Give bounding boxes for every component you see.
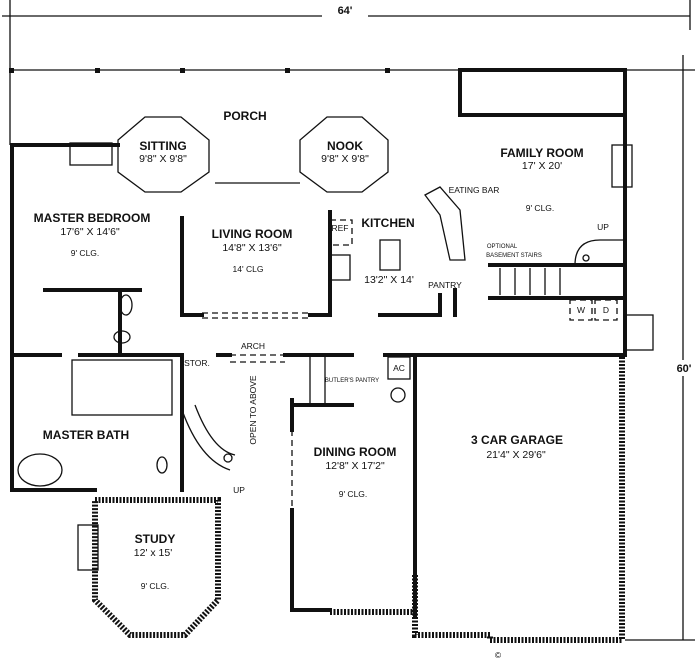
room-size: 14'8" X 13'6" [222,242,282,254]
room-sitting: SITTING 9'8" X 9'8" [139,139,187,165]
room-name: KITCHEN [361,216,414,230]
porch [9,68,460,145]
room-ceiling: 9' CLG. [141,581,170,591]
room-ceiling: 9' CLG. [339,489,368,499]
porch-label: PORCH [223,109,266,123]
eating-bar-label: EATING BAR [449,185,500,195]
basement-stairs-label: BASEMENT STAIRS [486,253,542,259]
room-name: MASTER BEDROOM [34,211,151,225]
room-study: STUDY 12' x 15' 9' CLG. [134,532,176,591]
room-dining: DINING ROOM 12'8" X 17'2" 9' CLG. [314,445,397,499]
washer-label: W [577,305,585,315]
dryer-label: D [603,305,609,315]
room-size: 17'6" X 14'6" [60,226,120,238]
room-size: 17' X 20' [522,160,562,172]
depth-dimension: 60' [625,55,697,641]
butlers-pantry-label: BUTLER'S PANTRY [325,378,379,384]
room-ceiling: 9' CLG. [526,203,555,213]
arch-label: ARCH [241,341,265,351]
copyright-mark: © [495,650,502,660]
room-living: LIVING ROOM 14'8" X 13'6" 14' CLG [212,227,293,274]
depth-label: 60' [677,363,692,375]
basement-stairs-label: OPTIONAL [487,244,518,250]
room-size: 21'4" X 29'6" [486,449,546,461]
walls [10,68,654,643]
room-size: 9'8" X 9'8" [139,153,187,165]
room-name: NOOK [327,139,363,153]
room-name: SITTING [139,139,186,153]
room-name: STUDY [135,532,176,546]
room-ceiling: 14' CLG [233,264,264,274]
room-size: 9'8" X 9'8" [321,153,369,165]
room-nook: NOOK 9'8" X 9'8" [321,139,369,165]
room-name: DINING ROOM [314,445,397,459]
ac-label: AC [393,363,405,373]
room-size: 12' x 15' [134,547,172,559]
room-name: MASTER BATH [43,428,129,442]
room-master-bedroom: MASTER BEDROOM 17'6" X 14'6" 9' CLG. [34,211,151,258]
room-size: 12'8" X 17'2" [325,460,385,472]
room-name: LIVING ROOM [212,227,293,241]
width-label: 64' [338,5,353,17]
pantry-label: PANTRY [428,280,462,290]
up-label: UP [233,485,245,495]
width-dimension: 64' [2,0,691,70]
up-label: UP [597,222,609,232]
room-garage: 3 CAR GARAGE 21'4" X 29'6" [471,433,563,461]
room-name: FAMILY ROOM [500,146,583,160]
room-family: FAMILY ROOM 17' X 20' 9' CLG. [500,146,583,213]
room-name: 3 CAR GARAGE [471,433,563,447]
open-to-above-label: OPEN TO ABOVE [248,375,258,444]
room-ceiling: 9' CLG. [71,248,100,258]
room-size: 13'2" X 14' [364,274,414,286]
room-kitchen: KITCHEN 13'2" X 14' [361,216,414,286]
storage-label: STOR. [184,358,210,368]
room-master-bath: MASTER BATH [43,428,129,442]
ref-label: REF [332,223,349,233]
